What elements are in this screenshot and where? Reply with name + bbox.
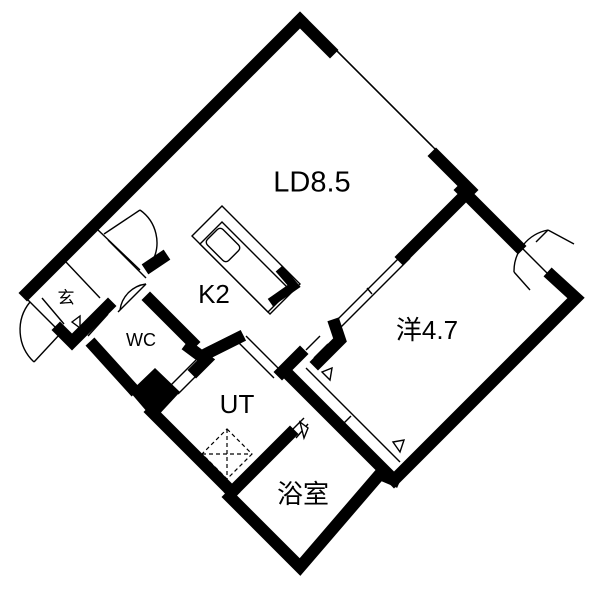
wall-western-corner bbox=[309, 317, 347, 371]
room-label-western: 洋4.7 bbox=[395, 315, 459, 345]
room-label-kitchen: K2 bbox=[198, 279, 230, 309]
opening-ut-north bbox=[237, 335, 283, 379]
door-entrance bbox=[19, 299, 61, 363]
door-ld bbox=[103, 209, 158, 263]
wall-ut-bath bbox=[223, 425, 299, 501]
room-label-wc: WC bbox=[126, 330, 156, 350]
pipe-space bbox=[130, 368, 180, 420]
wall-closet-ut bbox=[279, 365, 399, 485]
kitchen-counter bbox=[191, 205, 301, 315]
outer-wall-western-southeast bbox=[385, 267, 585, 489]
washer-pan bbox=[201, 428, 253, 480]
room-label-bath: 浴室 bbox=[276, 479, 330, 509]
shoe-box bbox=[70, 305, 109, 337]
window-ld-northeast bbox=[325, 39, 441, 155]
wall-entrance-wc bbox=[51, 297, 117, 351]
room-label-entrance: 玄 bbox=[57, 288, 75, 308]
outer-wall-western-east bbox=[453, 181, 527, 255]
outer-wall-northeast-a bbox=[291, 11, 339, 59]
outer-wall-northwest bbox=[18, 11, 309, 302]
wall-wc-stub bbox=[141, 249, 171, 275]
wall-wc-north bbox=[141, 291, 201, 351]
entrance-step-lines bbox=[41, 229, 147, 325]
room-label-ld: LD8.5 bbox=[273, 166, 351, 199]
window-ld-western-interior bbox=[334, 251, 411, 329]
door-bath bbox=[289, 417, 309, 441]
room-label-utility: UT bbox=[219, 389, 255, 419]
wall-k-corner bbox=[181, 339, 216, 379]
door-wc bbox=[117, 283, 147, 313]
closet-western bbox=[297, 366, 406, 471]
wall-ut-northeast bbox=[273, 345, 309, 381]
opening-western-closet bbox=[305, 335, 329, 359]
outer-wall-ut-southwest bbox=[143, 403, 241, 501]
wall-ld-western bbox=[394, 189, 471, 266]
wall-wc-west bbox=[85, 337, 141, 397]
wall-ut-k bbox=[201, 329, 247, 361]
